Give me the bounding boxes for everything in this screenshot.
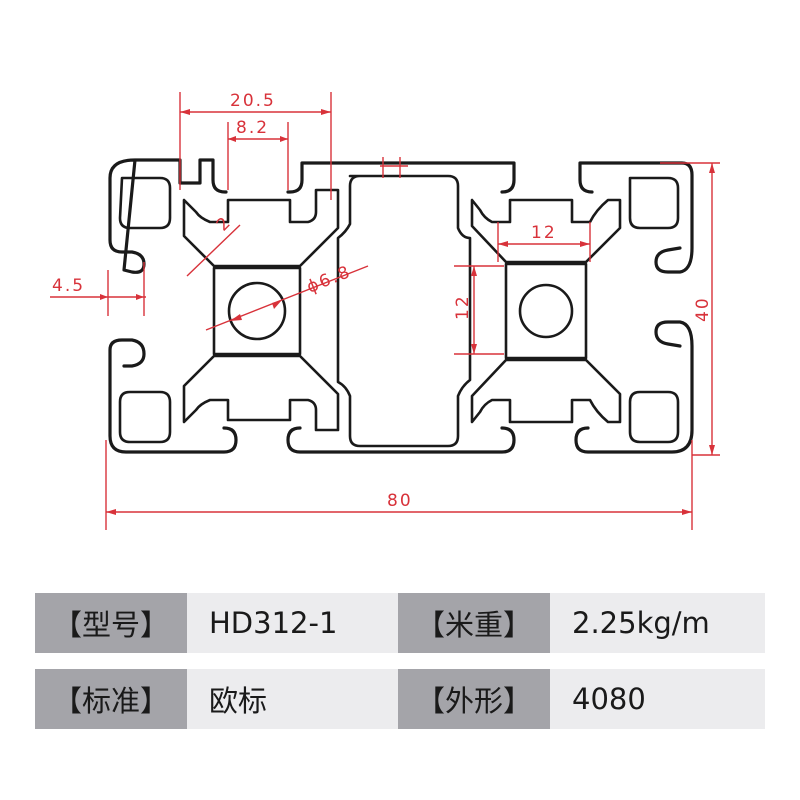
spec-row-model: 【型号】 HD312-1 【米重】 2.25kg/m xyxy=(35,593,765,653)
spec-table: 【型号】 HD312-1 【米重】 2.25kg/m 【标准】 欧标 【外形】 … xyxy=(35,593,765,745)
dimension-core-height: 12 xyxy=(453,265,504,355)
weight-value: 2.25kg/m xyxy=(550,593,765,653)
standard-label: 【标准】 xyxy=(35,669,187,729)
dim-label-core-hole: ϕ6.8 xyxy=(304,262,354,298)
model-label: 【型号】 xyxy=(35,593,187,653)
profile-drawing: 20.5 8.2 2 ϕ6.8 4.5 12 xyxy=(50,91,720,530)
dim-label-slot-outer: 20.5 xyxy=(230,91,276,111)
dimension-slot-outer: 20.5 xyxy=(179,91,332,200)
aluminum-profile-outline xyxy=(108,158,694,454)
shape-label: 【外形】 xyxy=(398,669,550,729)
dimension-overall-width: 80 xyxy=(105,440,693,530)
top-wall-marker xyxy=(380,157,408,178)
weight-label: 【米重】 xyxy=(398,593,550,653)
model-value: HD312-1 xyxy=(187,593,398,653)
dimension-core-hole: ϕ6.8 xyxy=(205,262,369,331)
dimension-slot-opening: 8.2 xyxy=(227,118,289,190)
dim-label-core-width: 12 xyxy=(531,223,557,243)
dim-label-slot-opening: 8.2 xyxy=(236,118,269,138)
shape-value: 4080 xyxy=(550,669,765,729)
dim-label-core-height: 12 xyxy=(453,294,473,320)
dimension-overall-height: 40 xyxy=(660,162,720,456)
dim-label-lip: 4.5 xyxy=(52,276,85,296)
standard-value: 欧标 xyxy=(187,669,398,729)
dimension-core-width: 12 xyxy=(497,222,591,262)
dimension-lip: 4.5 xyxy=(50,262,146,316)
spec-row-standard: 【标准】 欧标 【外形】 4080 xyxy=(35,669,765,729)
dim-label-overall-height: 40 xyxy=(693,296,713,322)
dim-label-overall-width: 80 xyxy=(387,491,413,511)
